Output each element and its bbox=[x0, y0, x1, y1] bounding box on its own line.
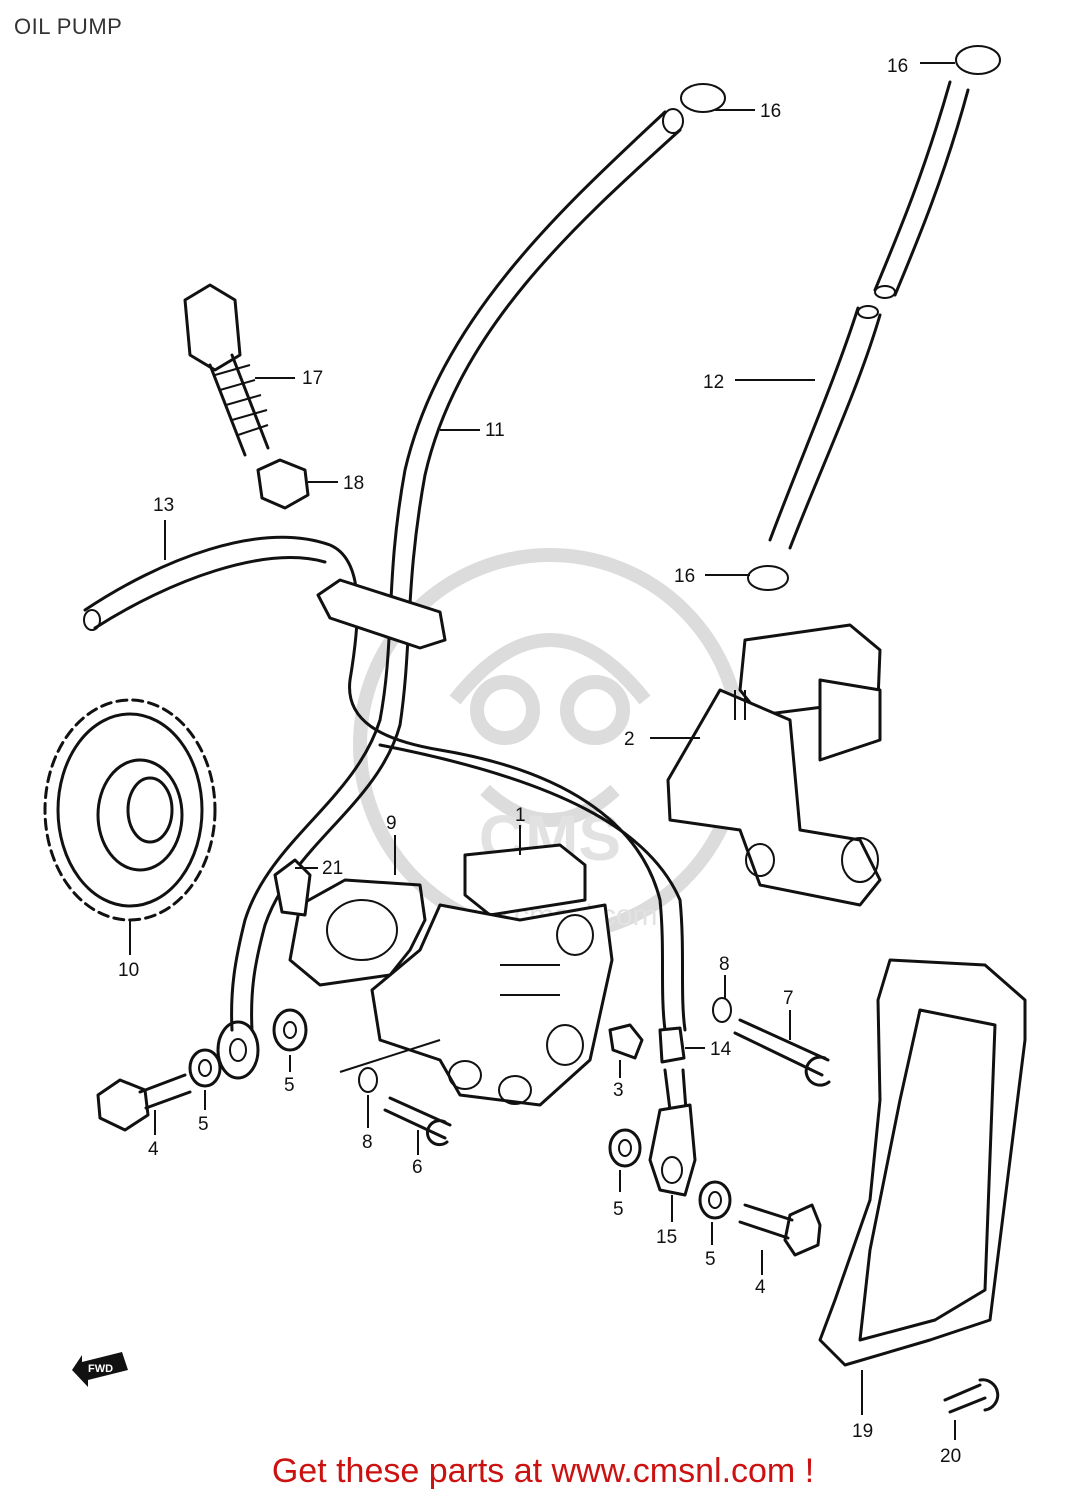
diagram-title: OIL PUMP bbox=[14, 14, 123, 39]
callout-14: 14 bbox=[710, 1039, 732, 1060]
callout-3: 3 bbox=[613, 1080, 624, 1101]
callout-20: 20 bbox=[940, 1446, 961, 1467]
callout-10: 10 bbox=[118, 960, 139, 981]
callout-4: 4 bbox=[755, 1277, 766, 1298]
part-8-washer bbox=[358, 997, 732, 1093]
callout-4: 4 bbox=[148, 1139, 159, 1160]
part-7-screw bbox=[733, 1018, 831, 1087]
part-14-sleeve bbox=[658, 1026, 686, 1064]
fwd-arrow-icon: FWD bbox=[72, 1352, 128, 1387]
callout-12: 12 bbox=[703, 372, 724, 393]
callout-5: 5 bbox=[198, 1114, 209, 1135]
part-16-clip bbox=[680, 45, 1001, 591]
part-10-gear bbox=[43, 698, 217, 922]
part-3-cap bbox=[608, 1023, 644, 1060]
part-1-oil-pump bbox=[370, 843, 614, 1107]
callout-16: 16 bbox=[887, 56, 908, 77]
callout-1: 1 bbox=[515, 805, 526, 826]
part-2-oil-pump bbox=[666, 623, 882, 907]
part-18-nut bbox=[256, 458, 310, 510]
callout-21: 21 bbox=[322, 858, 343, 879]
part-11-hose bbox=[230, 108, 684, 1032]
callout-19: 19 bbox=[852, 1421, 873, 1442]
part-6-screw bbox=[383, 1096, 452, 1147]
part-4-bolt bbox=[96, 1073, 822, 1257]
callout-13: 13 bbox=[153, 495, 174, 516]
callout-6: 6 bbox=[412, 1157, 423, 1178]
callout-18: 18 bbox=[343, 473, 364, 494]
part-15-fitting bbox=[648, 1068, 697, 1197]
callout-8: 8 bbox=[362, 1132, 373, 1153]
part-20-screw bbox=[943, 1378, 1000, 1414]
callout-5: 5 bbox=[284, 1075, 295, 1096]
hose-clamp-bracket bbox=[316, 578, 447, 650]
callout-16: 16 bbox=[674, 566, 695, 587]
callout-8: 8 bbox=[719, 954, 730, 975]
callout-5: 5 bbox=[705, 1249, 716, 1270]
callout-15: 15 bbox=[656, 1227, 677, 1248]
part-12-hose bbox=[768, 80, 970, 550]
fwd-label: FWD bbox=[88, 1363, 113, 1375]
callout-7: 7 bbox=[783, 988, 794, 1009]
part-21-clip bbox=[273, 858, 312, 917]
callout-5: 5 bbox=[613, 1199, 624, 1220]
part-13-hose bbox=[83, 535, 687, 1032]
footer-link[interactable]: Get these parts at www.cmsnl.com ! bbox=[271, 1452, 815, 1490]
callout-16: 16 bbox=[760, 101, 781, 122]
part-9-gasket bbox=[288, 878, 427, 987]
leader-lines bbox=[129, 62, 956, 1440]
part-19-cover bbox=[818, 958, 1027, 1367]
callout-11: 11 bbox=[485, 420, 505, 441]
callout-9: 9 bbox=[386, 813, 397, 834]
part-17-bolt bbox=[183, 283, 270, 457]
callout-2: 2 bbox=[624, 729, 635, 750]
callout-17: 17 bbox=[302, 368, 323, 389]
part-5-washer bbox=[188, 1008, 732, 1220]
